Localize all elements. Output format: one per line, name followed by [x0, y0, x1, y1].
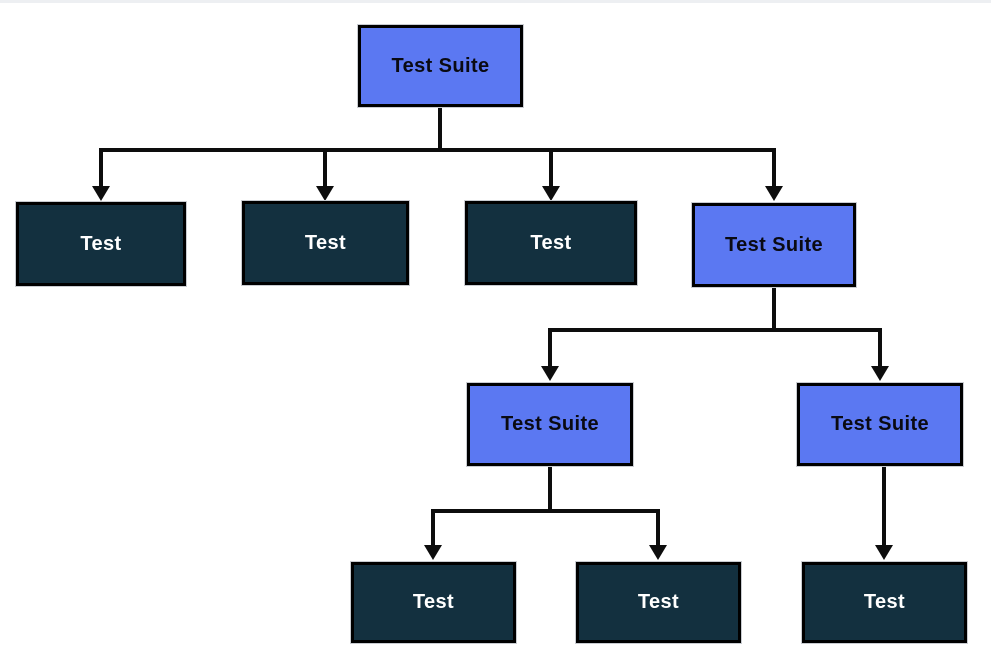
arrowhead-test-6	[875, 545, 893, 560]
arrowhead-suite-2	[765, 186, 783, 201]
top-border-strip	[0, 0, 991, 3]
node-test-2: Test	[242, 201, 409, 285]
arrowhead-suite-3	[541, 366, 559, 381]
node-test-4: Test	[351, 562, 516, 643]
node-suite-root: Test Suite	[358, 25, 523, 107]
node-test-6: Test	[802, 562, 967, 643]
node-test-5: Test	[576, 562, 741, 643]
edge-group-root-children	[92, 105, 783, 201]
node-test-1: Test	[16, 202, 186, 286]
edge-group-suite-2-children	[541, 285, 889, 381]
arrowhead-test-1	[92, 186, 110, 201]
node-suite-2: Test Suite	[692, 203, 856, 287]
node-test-3: Test	[465, 201, 637, 285]
edge-group-suite-3-children	[424, 464, 667, 560]
arrowhead-test-2	[316, 186, 334, 201]
arrowhead-test-4	[424, 545, 442, 560]
arrowhead-test-3	[542, 186, 560, 201]
node-suite-4: Test Suite	[797, 383, 963, 466]
edge-group-suite-4-children	[875, 464, 893, 560]
arrowhead-suite-4	[871, 366, 889, 381]
node-suite-3: Test Suite	[467, 383, 633, 466]
arrowhead-test-5	[649, 545, 667, 560]
